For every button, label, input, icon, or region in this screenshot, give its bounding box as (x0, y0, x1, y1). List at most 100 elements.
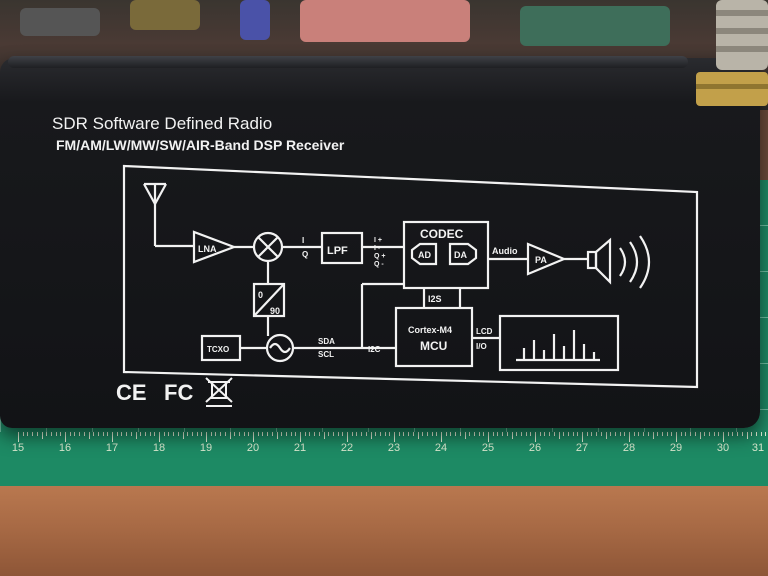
ruler-tick (365, 432, 367, 436)
ruler-number: 22 (340, 442, 354, 454)
ruler-tick (149, 432, 151, 436)
ruler-tick (342, 432, 344, 436)
ruler-tick (412, 432, 414, 436)
ruler-tick (196, 432, 198, 436)
ruler-tick (32, 432, 34, 436)
q-plus-label: Q + (374, 253, 385, 260)
ruler-tick (694, 432, 696, 436)
ruler-tick (379, 432, 381, 436)
ruler-tick (610, 432, 612, 436)
ruler-tick (408, 432, 410, 436)
ruler-tick (553, 432, 555, 436)
ruler-number: 15 (11, 442, 25, 454)
ruler-tick (285, 432, 287, 436)
ruler-tick (309, 432, 311, 436)
ruler-tick (248, 432, 250, 436)
ruler-tick (370, 432, 372, 439)
ruler-tick (206, 432, 207, 442)
diagram-frame (122, 164, 699, 389)
ruler-tick (121, 432, 123, 436)
case-top-edge (8, 56, 688, 68)
ruler-tick (267, 432, 269, 436)
ruler-tick (304, 432, 306, 436)
ruler-tick (643, 432, 645, 436)
phase-0-label: 0 (258, 290, 263, 300)
ruler-tick (154, 432, 156, 436)
ruler-tick (676, 432, 677, 442)
ruler-number: 25 (481, 442, 495, 454)
ruler-tick (107, 432, 109, 436)
ruler-tick (614, 432, 616, 436)
ruler-tick (661, 432, 663, 436)
ruler-tick (271, 432, 273, 436)
ruler-tick (577, 432, 579, 436)
ruler-tick (751, 432, 753, 436)
ruler-number: 21 (293, 442, 307, 454)
ruler-tick (459, 432, 461, 436)
ruler-tick (469, 432, 471, 436)
ruler-tick (187, 432, 189, 436)
ruler-number: 27 (575, 442, 589, 454)
ruler-tick (243, 432, 245, 436)
ruler-tick (97, 432, 99, 436)
ruler-tick (403, 432, 405, 436)
ruler-number: 23 (387, 442, 401, 454)
ruler-tick (591, 432, 593, 436)
ruler-number: 26 (528, 442, 542, 454)
ruler-tick (624, 432, 626, 436)
tcxo-label: TCXO (207, 345, 229, 354)
ruler-tick (619, 432, 621, 436)
lcd-label: LCD (476, 327, 493, 336)
ruler-tick (337, 432, 339, 436)
ruler-tick (112, 432, 113, 442)
ruler-tick (657, 432, 659, 436)
ruler-tick (300, 432, 301, 442)
ruler-tick (210, 432, 212, 436)
ruler-tick (713, 432, 715, 436)
ruler-tick (177, 432, 179, 436)
ruler-tick (46, 432, 48, 436)
ruler-tick (760, 432, 762, 436)
ruler-tick (431, 432, 433, 436)
ruler-tick (65, 432, 66, 442)
ruler-tick (539, 432, 541, 436)
i-minus-label: I - (374, 245, 381, 252)
ruler-tick (699, 432, 701, 439)
ruler-tick (262, 432, 264, 436)
clutter-cable (300, 0, 470, 42)
ruler-tick (347, 432, 348, 442)
ruler-tick (464, 432, 466, 439)
ruler-number: 30 (716, 442, 730, 454)
ruler-tick (224, 432, 226, 436)
phase-90-label: 90 (270, 306, 280, 316)
ruler-tick (116, 432, 118, 436)
ce-mark: CE (116, 380, 147, 405)
ruler-tick (36, 432, 38, 436)
ruler-tick (708, 432, 710, 436)
ruler-tick (361, 432, 363, 436)
antenna-icon (143, 182, 194, 248)
wooden-table (0, 486, 768, 576)
ruler-tick (506, 432, 508, 436)
ruler-tick (567, 432, 569, 436)
ruler-tick (22, 432, 24, 436)
ruler-tick (182, 432, 184, 439)
lna-label: LNA (198, 244, 217, 254)
antenna-connector (696, 0, 768, 106)
ruler-tick (737, 432, 739, 436)
ruler-tick (690, 432, 692, 436)
ruler-tick (671, 432, 673, 436)
mcu-label-line1: Cortex-M4 (408, 325, 452, 335)
ruler-tick (314, 432, 316, 436)
ruler-tick (126, 432, 128, 436)
ruler-tick (234, 432, 236, 436)
scl-label: SCL (318, 350, 334, 359)
ruler-number: 31 (751, 442, 765, 454)
ruler-tick (27, 432, 29, 436)
ruler-tick (351, 432, 353, 436)
ruler-tick (79, 432, 81, 436)
ruler-number: 29 (669, 442, 683, 454)
weee-bin-icon (205, 377, 233, 407)
lna-amplifier-icon (192, 230, 238, 264)
